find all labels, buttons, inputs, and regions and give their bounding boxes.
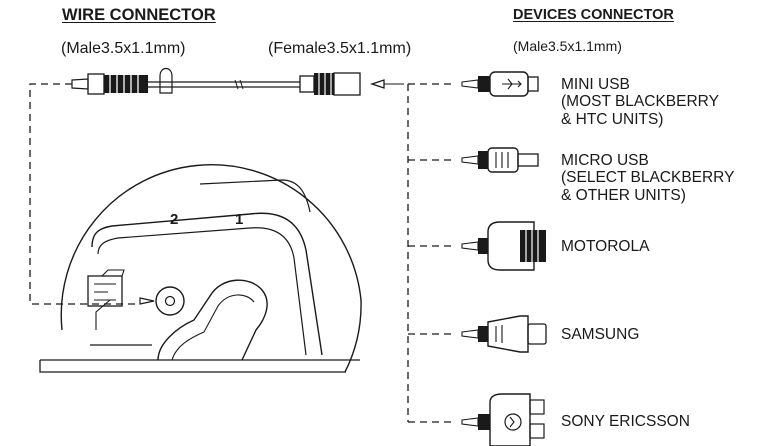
wire-cable xyxy=(71,67,404,96)
wire-connector-title: WIRE CONNECTOR xyxy=(62,6,216,24)
tip-mini-usb xyxy=(461,71,539,97)
tip-sony-ericsson xyxy=(461,393,545,446)
port-2-label: 2 xyxy=(170,211,179,228)
device-closeup xyxy=(39,164,362,373)
device-label-samsung: SAMSUNG xyxy=(561,326,640,343)
tip-samsung xyxy=(461,315,547,353)
tip-motorola xyxy=(461,221,546,271)
device-label-micro-usb: MICRO USB (SELECT BLACKBERRY & OTHER UNI… xyxy=(561,152,735,204)
port-arrow xyxy=(139,297,155,305)
tip-micro-usb xyxy=(461,147,539,173)
devices-connector-title: DEVICES CONNECTOR xyxy=(513,7,674,23)
devices-connector-spec: (Male3.5x1.1mm) xyxy=(513,38,622,54)
wire-male-spec: (Male3.5x1.1mm) xyxy=(61,40,186,57)
wire-female-spec: (Female3.5x1.1mm) xyxy=(268,40,412,57)
device-label-sony-ericsson: SONY ERICSSON xyxy=(561,413,690,430)
device-label-motorola: MOTOROLA xyxy=(561,238,650,255)
dashed-routing xyxy=(29,83,455,423)
device-label-mini-usb: MINI USB (MOST BLACKBERRY & HTC UNITS) xyxy=(561,76,719,128)
port-1-label: 1 xyxy=(235,211,244,228)
